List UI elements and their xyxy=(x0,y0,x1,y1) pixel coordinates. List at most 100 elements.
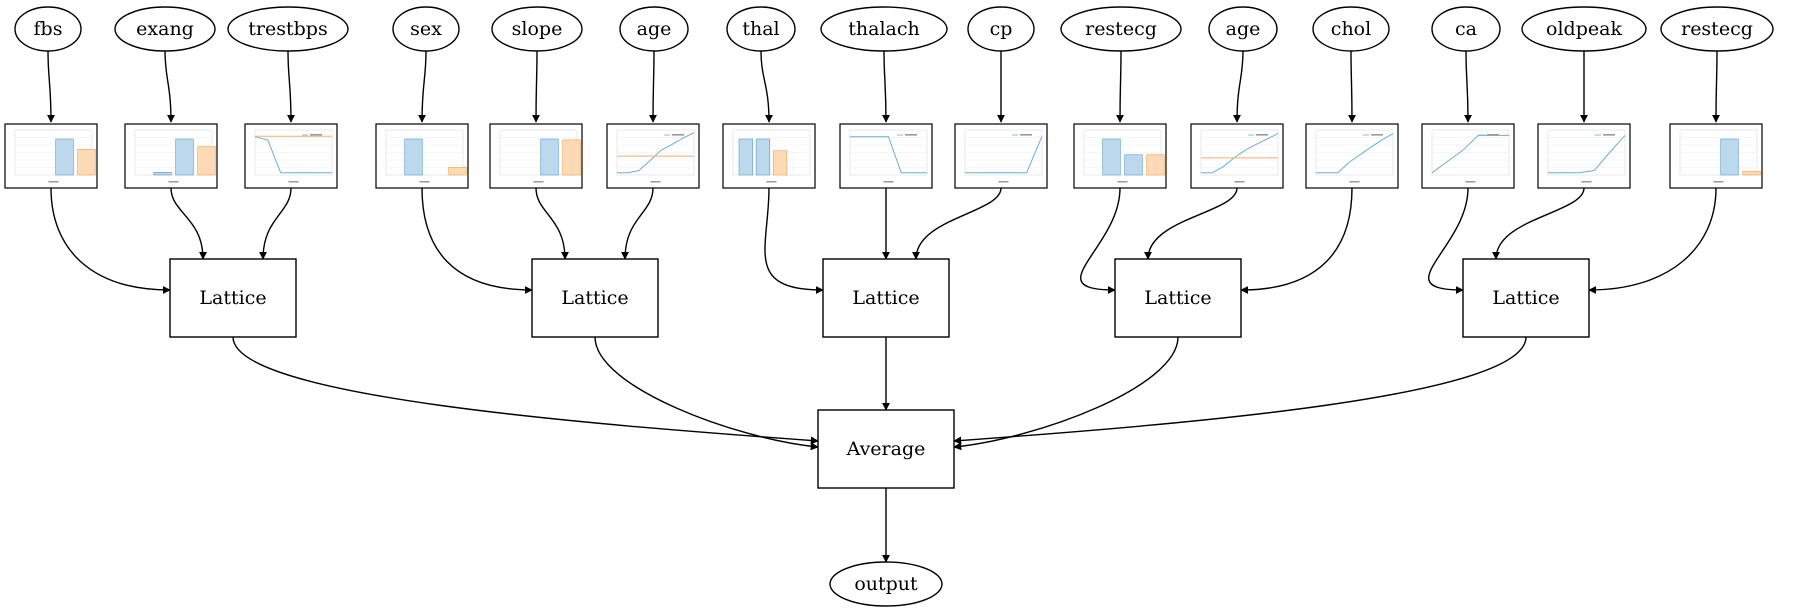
lattice-node: Lattice xyxy=(531,258,659,338)
input-node-trestbps: trestbps xyxy=(227,6,349,52)
x-axis-label xyxy=(48,181,59,183)
tick-mark: · xyxy=(614,143,615,147)
tick-mark: · xyxy=(1545,136,1546,140)
tick-mark: · xyxy=(383,158,384,162)
legend-text xyxy=(1256,134,1268,136)
input-node-thal: thal xyxy=(726,6,796,52)
input-node-ca: ca xyxy=(1431,6,1501,52)
legend-text xyxy=(672,134,684,136)
calibration-plot-chol: ····· xyxy=(1305,123,1399,189)
input-node-sex: sex xyxy=(392,6,460,52)
tick-mark: · xyxy=(1677,166,1678,170)
input-ellipse xyxy=(1208,6,1278,52)
tick-mark: · xyxy=(252,166,253,170)
output-ellipse xyxy=(829,561,943,607)
tick-mark: · xyxy=(383,166,384,170)
tick-mark: · xyxy=(1545,158,1546,162)
edge-plot-to-lattice xyxy=(621,187,654,260)
x-axis-label xyxy=(998,181,1009,183)
lattice-label: Lattice xyxy=(1492,287,1559,309)
lattice-label: Lattice xyxy=(199,287,266,309)
input-label: ca xyxy=(1455,18,1477,40)
x-axis-label xyxy=(1465,181,1476,183)
input-ellipse xyxy=(227,6,349,52)
edge-plot-to-lattice xyxy=(535,187,569,260)
bar xyxy=(755,138,771,176)
tick-mark: · xyxy=(1677,151,1678,155)
input-label: thal xyxy=(742,18,779,40)
calibration-plot-oldpeak: ····· xyxy=(1537,123,1631,189)
calibration-plot-trestbps: ····· xyxy=(244,123,338,189)
tick-mark: · xyxy=(1198,166,1199,170)
tick-mark: · xyxy=(962,143,963,147)
series-line xyxy=(254,136,332,174)
input-label: trestbps xyxy=(248,18,327,40)
tick-mark: · xyxy=(614,158,615,162)
bar xyxy=(404,138,423,176)
input-node-exang: exang xyxy=(114,6,216,52)
bar xyxy=(562,139,581,176)
input-label: age xyxy=(1226,18,1261,40)
input-label: slope xyxy=(512,18,563,40)
input-node-restecg: restecg xyxy=(1660,6,1774,52)
tick-mark: · xyxy=(1198,151,1199,155)
tick-mark: · xyxy=(1198,136,1199,140)
tick-mark: · xyxy=(1081,158,1082,162)
average-box xyxy=(817,409,955,489)
tick-mark: · xyxy=(1081,166,1082,170)
tick-mark: · xyxy=(12,151,13,155)
tick-mark: · xyxy=(730,158,731,162)
lattice-node: Lattice xyxy=(169,258,297,338)
tick-mark: · xyxy=(730,136,731,140)
lattice-box xyxy=(1114,258,1242,338)
tick-mark: · xyxy=(1429,151,1430,155)
tick-mark: · xyxy=(12,136,13,140)
tick-mark: · xyxy=(1677,143,1678,147)
edge-plot-to-lattice xyxy=(259,187,292,260)
bar xyxy=(772,150,788,176)
tick-mark: · xyxy=(1429,136,1430,140)
calibration-plot-exang: ····· xyxy=(124,123,218,189)
tick-mark: · xyxy=(1081,136,1082,140)
bar xyxy=(175,138,194,176)
tick-mark: · xyxy=(252,158,253,162)
calibration-plot-slope: ····· xyxy=(489,123,583,189)
edge-plot-to-lattice xyxy=(1428,187,1469,294)
legend-text xyxy=(310,134,322,136)
lattice-node: Lattice xyxy=(1114,258,1242,338)
tick-mark: · xyxy=(962,166,963,170)
x-axis-label xyxy=(1581,181,1592,183)
edge-plot-to-lattice xyxy=(764,187,824,294)
calibration-plot-thal: ····· xyxy=(722,123,816,189)
edge-input-to-plot xyxy=(1712,50,1721,123)
lattice-node: Lattice xyxy=(1462,258,1590,338)
output-node: output xyxy=(829,561,943,607)
x-axis-label xyxy=(1234,181,1245,183)
edge-lattice-to-average xyxy=(953,336,1179,451)
bar xyxy=(1124,154,1143,176)
bar xyxy=(1720,138,1739,176)
tick-mark: · xyxy=(1429,166,1430,170)
bar xyxy=(540,138,559,176)
tick-mark: · xyxy=(730,166,731,170)
tick-mark: · xyxy=(847,136,848,140)
tick-mark: · xyxy=(962,151,963,155)
tick-mark: · xyxy=(1313,143,1314,147)
tick-mark: · xyxy=(730,143,731,147)
edge-input-to-plot xyxy=(1463,50,1472,123)
input-node-fbs: fbs xyxy=(14,6,82,52)
edge-lattice-to-average xyxy=(594,336,819,451)
bar xyxy=(55,138,74,176)
input-ellipse xyxy=(619,6,689,52)
input-node-slope: slope xyxy=(491,6,583,52)
calibration-plot-restecg: ····· xyxy=(1073,123,1167,189)
tick-mark: · xyxy=(12,158,13,162)
tick-mark: · xyxy=(1545,143,1546,147)
edge-plot-to-lattice xyxy=(421,187,533,294)
legend-text xyxy=(1371,134,1383,136)
edge-input-to-plot xyxy=(418,50,427,123)
tick-mark: · xyxy=(1313,136,1314,140)
input-ellipse xyxy=(967,6,1035,52)
edge-input-to-plot xyxy=(1347,50,1356,123)
x-axis-label xyxy=(533,181,544,183)
